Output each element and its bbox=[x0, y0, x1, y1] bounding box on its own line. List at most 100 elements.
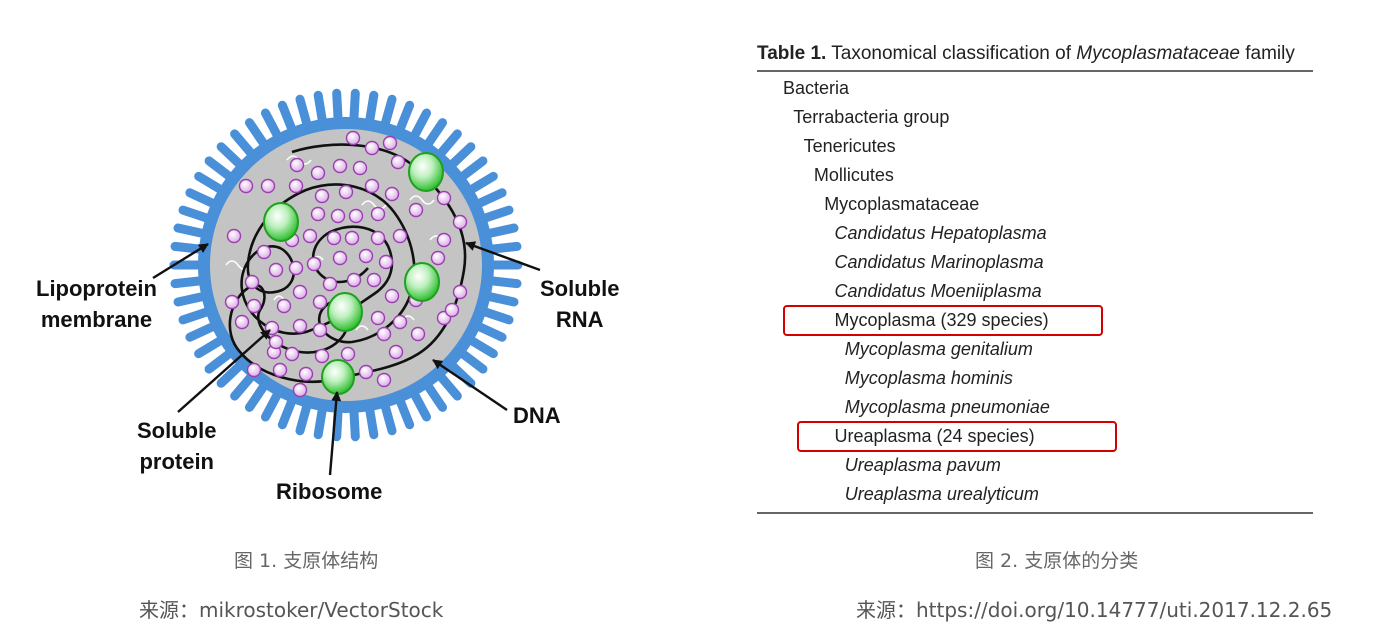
protein-particle bbox=[348, 208, 364, 224]
table-row: Ureaplasma urealyticum bbox=[757, 480, 1313, 509]
protein-particle bbox=[326, 230, 342, 246]
protein-particle bbox=[292, 284, 308, 300]
table-row-text: Mycoplasma (329 species) bbox=[834, 310, 1049, 330]
protein-particle bbox=[312, 294, 328, 310]
protein-particle bbox=[310, 206, 326, 222]
protein-particle bbox=[378, 254, 394, 270]
table-top-rule bbox=[757, 70, 1313, 72]
protein-particle bbox=[345, 130, 361, 146]
protein-particle bbox=[352, 160, 368, 176]
protein-particle bbox=[364, 178, 380, 194]
protein-particle bbox=[310, 165, 326, 181]
protein-particle bbox=[344, 230, 360, 246]
dna-arrow bbox=[432, 359, 508, 411]
label-dna: DNA bbox=[513, 403, 561, 428]
protein-particle bbox=[366, 272, 382, 288]
table-row: Tenericutes bbox=[757, 132, 1313, 161]
protein-particle bbox=[452, 284, 468, 300]
protein-particle bbox=[302, 228, 318, 244]
rna-arrow bbox=[465, 241, 541, 272]
table-row-text: Ureaplasma (24 species) bbox=[834, 426, 1035, 446]
protein-particle bbox=[376, 326, 392, 342]
protein-particle bbox=[322, 276, 338, 292]
highlight-box bbox=[783, 305, 1103, 336]
protein-particle bbox=[358, 248, 374, 264]
table-row: Mycoplasma (329 species) bbox=[757, 305, 1313, 336]
protein-particle bbox=[436, 232, 452, 248]
protein-particle bbox=[292, 318, 308, 334]
protein-particle bbox=[312, 322, 328, 338]
table-row-text: Ureaplasma urealyticum bbox=[844, 484, 1039, 504]
protein-particle bbox=[234, 314, 250, 330]
table-row: Ureaplasma pavum bbox=[757, 451, 1313, 480]
protein-particle bbox=[370, 310, 386, 326]
table-row-text: Mycoplasma pneumoniae bbox=[844, 397, 1050, 417]
table-row: Mycoplasma hominis bbox=[757, 364, 1313, 393]
figure2-source: 来源：https://doi.org/10.14777/uti.2017.12.… bbox=[856, 598, 1333, 622]
protein-particle bbox=[392, 314, 408, 330]
protein-particle bbox=[384, 288, 400, 304]
protein-particle bbox=[226, 228, 242, 244]
table-row-text: Mycoplasma genitalium bbox=[844, 339, 1033, 359]
protein-particle bbox=[260, 178, 276, 194]
protein-particle bbox=[410, 326, 426, 342]
protein-particle bbox=[444, 302, 460, 318]
protein-arrow bbox=[177, 329, 271, 413]
protein-particle bbox=[246, 362, 262, 378]
label-ribosome: Ribosome bbox=[276, 479, 383, 504]
table-row: Ureaplasma (24 species) bbox=[757, 421, 1313, 452]
table-row: Candidatus Marinoplasma bbox=[757, 248, 1313, 277]
protein-particle bbox=[268, 334, 284, 350]
table-row: Mycoplasmataceae bbox=[757, 190, 1313, 219]
protein-particle bbox=[436, 190, 452, 206]
figure1-caption: 图 1. 支原体结构 bbox=[234, 550, 379, 572]
ribosomes bbox=[263, 152, 444, 395]
protein-particle bbox=[288, 178, 304, 194]
table-row-text: Candidatus Marinoplasma bbox=[834, 252, 1044, 272]
protein-particle bbox=[392, 228, 408, 244]
table-row-text: Mollicutes bbox=[813, 165, 894, 185]
protein-particle bbox=[340, 346, 356, 362]
protein-particle bbox=[268, 262, 284, 278]
membrane-arrow bbox=[152, 242, 209, 280]
protein-particle bbox=[292, 382, 308, 398]
protein-particle bbox=[306, 256, 322, 272]
protein-particle bbox=[338, 184, 354, 200]
protein-particle bbox=[408, 202, 424, 218]
protein-particle bbox=[246, 298, 262, 314]
table-row-text: Mycoplasmataceae bbox=[824, 194, 980, 214]
protein-particle bbox=[332, 158, 348, 174]
table-row: Mycoplasma pneumoniae bbox=[757, 393, 1313, 422]
table-row: Bacteria bbox=[757, 74, 1313, 103]
highlight-box bbox=[797, 421, 1117, 452]
protein-particle bbox=[376, 372, 392, 388]
table-row: Mycoplasma genitalium bbox=[757, 335, 1313, 364]
table-row-text: Terrabacteria group bbox=[793, 107, 950, 127]
table-row: Mollicutes bbox=[757, 161, 1313, 190]
taxonomy-table: Table 1. Taxonomical classification of M… bbox=[757, 38, 1313, 514]
protein-particle bbox=[452, 214, 468, 230]
table-row: Terrabacteria group bbox=[757, 103, 1313, 132]
protein-particle bbox=[390, 154, 406, 170]
protein-particle bbox=[314, 188, 330, 204]
protein-particle bbox=[430, 250, 446, 266]
table-row-text: Candidatus Hepatoplasma bbox=[834, 223, 1047, 243]
protein-particle bbox=[256, 244, 272, 260]
protein-particle bbox=[382, 135, 398, 151]
figure1-source: 来源：mikrostoker/VectorStock bbox=[139, 598, 444, 622]
figure2-caption: 图 2. 支原体的分类 bbox=[975, 550, 1139, 572]
protein-particle bbox=[384, 186, 400, 202]
protein-particle bbox=[314, 348, 330, 364]
protein-particle bbox=[288, 260, 304, 276]
table-row-text: Candidatus Moeniiplasma bbox=[834, 281, 1042, 301]
protein-particle bbox=[358, 364, 374, 380]
mycoplasma-structure-diagram bbox=[152, 88, 541, 476]
protein-particle bbox=[364, 140, 380, 156]
protein-particle bbox=[272, 362, 288, 378]
table-row-text: Mycoplasma hominis bbox=[844, 368, 1013, 388]
table-row: Candidatus Hepatoplasma bbox=[757, 219, 1313, 248]
protein-particle bbox=[346, 272, 362, 288]
